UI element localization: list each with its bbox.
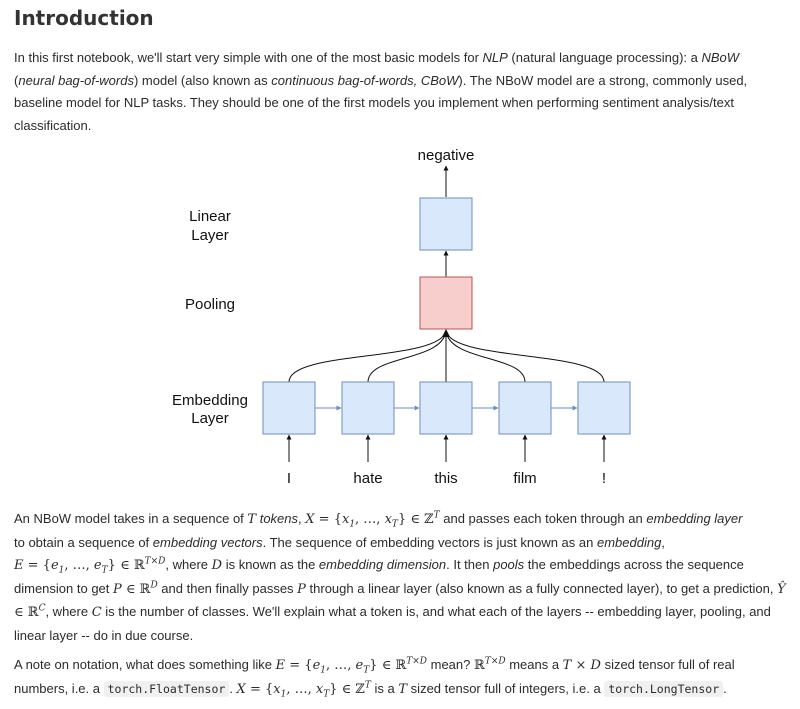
intro-text-5: ). The NBoW model are a strong, commonly… <box>14 72 748 133</box>
token-5: ! <box>602 470 606 487</box>
p3-text-2: mean? <box>427 657 474 672</box>
code-long-tensor: torch.LongTensor <box>604 680 724 697</box>
embedding-box-4 <box>498 381 552 435</box>
output-label: negative <box>418 147 475 164</box>
math-P-def: P ∈ ℝD <box>113 580 158 597</box>
page-title: Introduction <box>14 6 154 30</box>
embedding-box-2 <box>341 381 395 435</box>
embedding-box-5 <box>577 381 631 435</box>
p3-text-1: A note on notation, what does something … <box>14 657 276 672</box>
code-float-tensor: torch.FloatTensor <box>103 680 230 697</box>
p2-text-12: is the number of classes. We'll explain … <box>14 604 771 643</box>
p2-text-3: to obtain a sequence of <box>14 534 153 550</box>
p3-text-4: sized tensor full of real numbers, i.e. … <box>14 657 735 696</box>
math-C: C <box>91 605 102 620</box>
intro-em-cbow: continuous bag-of-words, CBoW <box>271 72 459 88</box>
p2-text-10: through a linear layer (also known as a … <box>305 580 778 596</box>
token-3: this <box>434 470 457 487</box>
pooling-label: Pooling <box>185 296 235 313</box>
pooling-arrowhead <box>442 329 450 337</box>
linear-layer-label-1: Linear <box>189 208 231 225</box>
math-T: T <box>247 512 257 527</box>
p2-em-embedding-layer: embedding layer <box>646 511 743 526</box>
p3-text-6: is a <box>370 680 399 696</box>
intro-em-neural-bow: neural bag-of-words <box>18 72 134 88</box>
p2-em-embedding: embedding <box>596 534 662 550</box>
intro-em-nlp: NLP <box>482 50 508 65</box>
intro-paragraph: In this first notebook, we'll start very… <box>14 47 786 137</box>
p2-em-tokens: tokens <box>259 511 299 526</box>
math-P: P <box>297 581 306 597</box>
math-Yhat-def: Ŷ ∈ ℝC <box>14 581 786 621</box>
p3-text-7: sized tensor full of integers, i.e. a <box>407 680 605 696</box>
intro-text-1: In this first notebook, we'll start very… <box>14 50 483 65</box>
p2-em-embedding-dimension: embedding dimension <box>318 557 447 572</box>
curve-embed-2 <box>367 330 447 383</box>
math-E-def-2: E = {e1, …, eT} ∈ ℝT×D <box>275 656 428 676</box>
curve-embed-1 <box>288 330 447 383</box>
embedding-layer-label-1: Embedding <box>172 392 248 409</box>
p2-text-6: is known as the <box>222 557 319 572</box>
intro-text-3: ( <box>14 72 19 88</box>
token-2: hate <box>353 470 382 487</box>
p2-text-2: and passes each token through an <box>439 511 647 526</box>
p3-text-5: . <box>229 680 237 696</box>
curve-embed-5 <box>445 330 605 383</box>
math-E-def: E = {e1, …, eT} ∈ ℝT×D <box>14 556 166 576</box>
p2-text-4: . The sequence of embedding vectors is j… <box>262 534 597 550</box>
p2-em-embedding-vectors: embedding vectors <box>152 534 263 550</box>
intro-text-4: ) model (also known as <box>133 72 272 88</box>
math-R-TxD: ℝT×D <box>474 656 506 673</box>
pooling-box <box>419 276 473 330</box>
intro-text-2: (natural language processing): a <box>507 50 702 65</box>
p2-text-8: the embeddings across the sequence dimen… <box>14 557 744 596</box>
p2-em-pools: pools <box>493 557 525 572</box>
p2-text-1: An NBoW model takes in a sequence of <box>14 511 248 526</box>
p2-text-7: . It then <box>446 557 494 572</box>
token-1: I <box>287 470 291 487</box>
model-description-paragraph: An NBoW model takes in a sequence of T t… <box>14 510 786 643</box>
nbow-diagram: negative Linear Layer Pooling Embedding … <box>172 147 631 487</box>
p2-text-11: , where <box>45 604 92 619</box>
math-TxD: T × D <box>562 658 601 673</box>
math-X-def-2: X = {x1, …, xT} ∈ ℤT <box>236 680 371 700</box>
intro-em-nbow: NBoW <box>701 50 740 65</box>
token-4: film <box>513 470 536 487</box>
embedding-layer-label-2: Layer <box>191 410 229 427</box>
embedding-box-3 <box>419 381 473 435</box>
math-X-def: X = {x1, …, xT} ∈ ℤT <box>305 510 440 530</box>
linear-layer-label-2: Layer <box>191 227 229 244</box>
math-T-2: T <box>398 681 408 697</box>
p3-text-8: . <box>723 680 727 696</box>
notation-paragraph: A note on notation, what does something … <box>14 654 786 701</box>
curve-embed-4 <box>445 330 526 383</box>
p3-text-3: means a <box>505 657 563 672</box>
embedding-box-1 <box>262 381 316 435</box>
linear-layer-box <box>419 197 473 251</box>
math-D: D <box>211 558 223 573</box>
p2-text-5: , where <box>165 557 212 572</box>
p2-text-9: and then finally passes <box>157 580 298 596</box>
